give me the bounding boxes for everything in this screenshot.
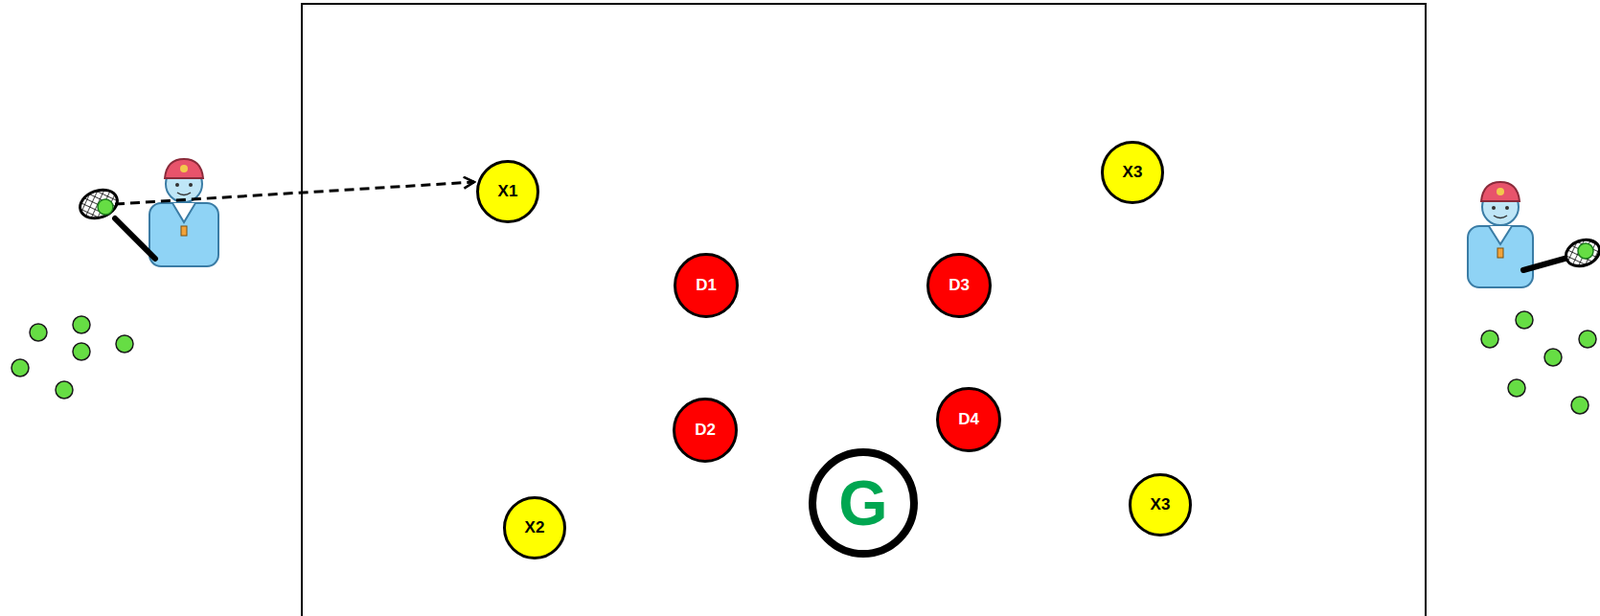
ball	[72, 342, 91, 361]
coach-collar	[172, 203, 196, 223]
player-label: D2	[672, 397, 738, 463]
coach-right	[1467, 182, 1600, 288]
field-boundary	[301, 3, 1426, 616]
defender-circle: D4	[936, 387, 1002, 453]
stick-head	[75, 184, 121, 224]
ball	[1508, 379, 1526, 397]
coach-left	[75, 159, 219, 267]
player-label: X2	[502, 496, 567, 560]
ball	[1578, 330, 1597, 348]
coach-cap	[164, 159, 204, 179]
player-label: X1	[476, 160, 540, 224]
coach-smile	[177, 192, 191, 196]
coach-whistle	[1497, 248, 1504, 258]
ball-pile-right	[1481, 311, 1597, 414]
defender-circle: D2	[672, 397, 738, 463]
player-label: D1	[673, 252, 739, 319]
player-label: X3	[1100, 140, 1165, 205]
attacker-circle: X2	[502, 496, 567, 560]
ball	[97, 199, 114, 215]
ball	[1577, 243, 1594, 259]
goal-circle: G	[808, 448, 918, 558]
ball	[1515, 311, 1533, 329]
coach-cap	[1481, 182, 1520, 202]
coach-collar	[1488, 226, 1512, 245]
coach-shirt	[149, 203, 219, 267]
coach-shirt	[1467, 226, 1533, 288]
stick-shaft	[1523, 256, 1572, 271]
goal-label: G	[808, 448, 918, 558]
ball	[115, 335, 134, 353]
defender-circle: D3	[926, 252, 992, 319]
ball-pile-left	[11, 316, 134, 399]
ball	[72, 316, 91, 334]
coach-smile	[1493, 215, 1508, 219]
cap-badge	[1496, 187, 1505, 196]
coach-eye	[1505, 205, 1509, 210]
attacker-circle: X3	[1100, 140, 1165, 205]
stick-head	[1562, 235, 1600, 272]
ball	[1571, 396, 1589, 414]
stick-shaft	[114, 218, 156, 259]
player-label: D4	[936, 387, 1002, 453]
defender-circle: D1	[673, 252, 739, 319]
attacker-circle: X1	[476, 160, 540, 224]
ball	[11, 359, 29, 377]
player-label: D3	[926, 252, 992, 319]
coach-eye	[175, 182, 180, 187]
player-label: X3	[1128, 473, 1192, 537]
ball	[1481, 330, 1499, 348]
ball	[29, 323, 47, 342]
coach-whistle	[181, 226, 187, 236]
ball	[55, 381, 73, 399]
attacker-circle: X3	[1128, 473, 1192, 537]
pass-arrow	[114, 182, 475, 205]
ball	[1544, 348, 1562, 366]
cap-badge	[180, 164, 188, 173]
coach-eye	[188, 182, 193, 187]
coach-eye	[1491, 205, 1496, 210]
